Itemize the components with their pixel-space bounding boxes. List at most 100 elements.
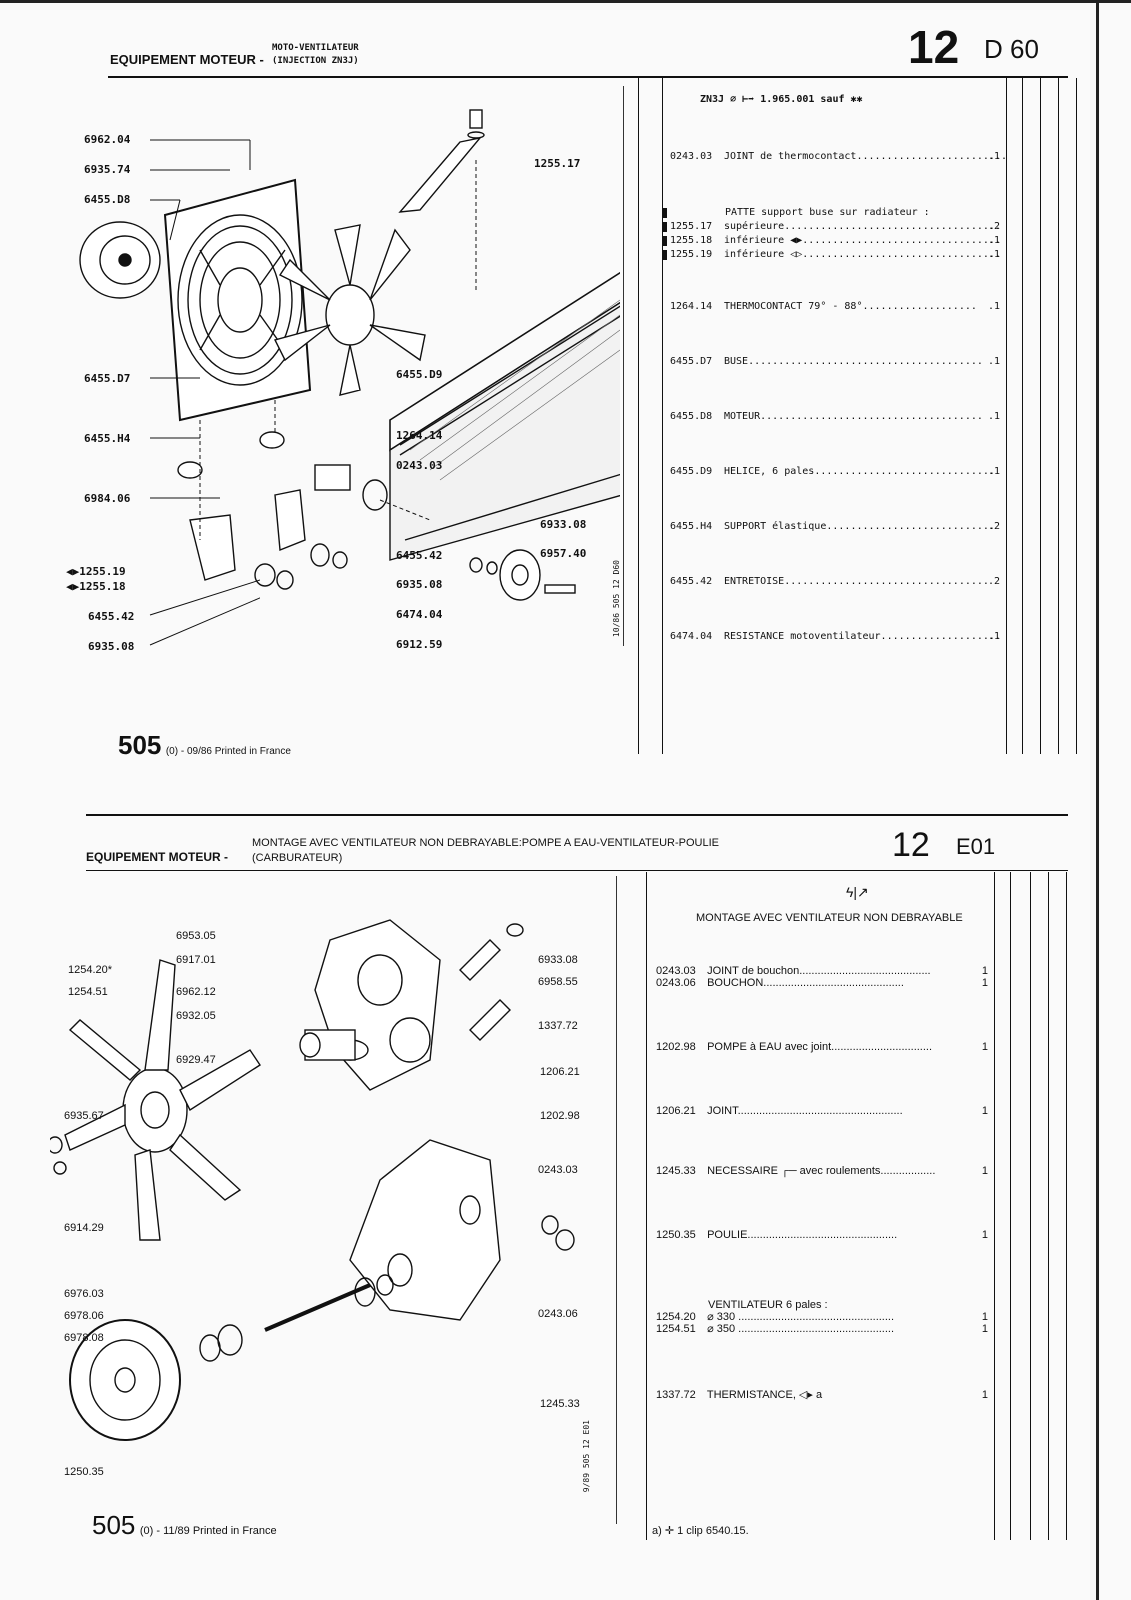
top-col-line xyxy=(1076,78,1077,754)
top-col-line xyxy=(1022,78,1023,754)
marker-bar xyxy=(663,236,667,246)
bottom-callout-left: 6914.29 xyxy=(64,1222,104,1234)
top-header-left: EQUIPEMENT MOTEUR - xyxy=(110,52,264,67)
bottom-callout-right: 6933.08 xyxy=(538,954,578,966)
top-callout-right: 6957.40 xyxy=(540,547,587,560)
top-header-sub1: MOTO-VENTILATEUR xyxy=(272,43,359,53)
bottom-callout-left: 6978.06 xyxy=(64,1310,104,1322)
top-callout-right: 6474.04 xyxy=(396,608,443,621)
top-callout-left: 6455.D7 xyxy=(84,372,131,385)
bottom-page-number: 12 xyxy=(892,826,930,864)
top-callout-left: ◀▶1255.19 xyxy=(66,565,126,578)
top-callout-left: 6455.D8 xyxy=(84,193,131,206)
top-callout-left: 6962.04 xyxy=(84,133,131,146)
top-callout-right: 6455.42 xyxy=(396,549,443,562)
bottom-footer: 505 (0) - 11/89 Printed in France xyxy=(92,1510,277,1541)
page-edge-top xyxy=(0,0,1131,3)
bottom-callout-right: 1202.98 xyxy=(540,1110,580,1122)
top-footer-txt: (0) - 09/86 Printed in France xyxy=(165,746,291,757)
part-row: 1202.98 POMPE à EAU avec joint..........… xyxy=(656,1041,988,1053)
top-col-line xyxy=(638,78,639,754)
part-row: 1254.20 ⌀ 330 ..........................… xyxy=(656,1311,988,1323)
top-exploded-diagram xyxy=(79,109,620,601)
part-row: 0243.06 BOUCHON.........................… xyxy=(656,977,988,989)
top-footer: 505 (0) - 09/86 Printed in France xyxy=(118,730,291,761)
top-col-line xyxy=(1058,78,1059,754)
bottom-note: a) ✛ 1 clip 6540.15. xyxy=(652,1525,749,1537)
bottom-exploded-diagram xyxy=(50,919,575,1441)
part-row: PATTE support buse sur radiateur : xyxy=(725,207,930,218)
bottom-col-line xyxy=(994,872,995,1540)
bottom-list-title: MONTAGE AVEC VENTILATEUR NON DEBRAYABLE xyxy=(696,912,963,924)
top-callout-left: 6984.06 xyxy=(84,492,131,505)
bottom-callout-left: 6962.12 xyxy=(176,986,216,998)
bottom-parts-list: 0243.03 JOINT de bouchon................… xyxy=(656,964,994,1404)
bottom-header-left: EQUIPEMENT MOTEUR - xyxy=(86,850,229,864)
top-col-line xyxy=(662,78,663,754)
bottom-header-sub1: MONTAGE AVEC VENTILATEUR NON DEBRAYABLE:… xyxy=(252,837,719,849)
top-list-header: ZN3J ⌀ ⊢➡ 1.965.001 sauf ✱✱ xyxy=(700,94,863,105)
part-row: 1245.33 NECESSAIRE ┌─ avec roulements...… xyxy=(656,1165,988,1177)
bottom-callout-left: 6976.03 xyxy=(64,1288,104,1300)
bottom-callout-left: 6935.67 xyxy=(64,1110,104,1122)
top-col-line xyxy=(1006,78,1007,754)
top-callout-right: 1255.17 xyxy=(534,157,581,170)
top-callout-left: 6935.74 xyxy=(84,163,131,176)
bottom-header-rule xyxy=(86,870,1068,871)
top-callout-left: ◀▶1255.18 xyxy=(66,580,126,593)
top-footer-num: 505 xyxy=(118,730,162,760)
bottom-col-line xyxy=(1048,872,1049,1540)
bottom-callout-right: 0243.03 xyxy=(538,1164,578,1176)
bottom-col-line xyxy=(1010,872,1011,1540)
top-callout-right: 6933.08 xyxy=(540,518,587,531)
top-callout-left: 6455.H4 xyxy=(84,432,131,445)
bottom-callout-right: 6958.55 xyxy=(538,976,578,988)
top-callout-right: 6935.08 xyxy=(396,578,443,591)
marker-bar xyxy=(663,208,667,218)
top-callout-left: 6935.08 xyxy=(88,640,135,653)
bottom-callout-left: 6953.05 xyxy=(176,930,216,942)
bottom-footer-num: 505 xyxy=(92,1510,136,1540)
marker-bar xyxy=(663,250,667,260)
bottom-list-symbol: ϟ|↗ xyxy=(846,884,869,900)
bottom-page-code: E01 xyxy=(956,834,996,859)
top-line-scale xyxy=(623,86,634,646)
bottom-header-sub: MONTAGE AVEC VENTILATEUR NON DEBRAYABLE:… xyxy=(252,836,719,866)
page-edge xyxy=(1096,0,1099,1600)
part-row: 0243.03 JOINT de bouchon................… xyxy=(656,965,988,977)
bottom-callout-left: 6929.47 xyxy=(176,1054,216,1066)
top-header-sub: MOTO-VENTILATEUR (INJECTION ZN3J) xyxy=(272,42,359,68)
top-callout-right: 6455.D9 xyxy=(396,368,443,381)
top-page-code: D 60 xyxy=(984,34,1039,64)
section-separator xyxy=(86,814,1068,816)
top-callout-right: 0243.03 xyxy=(396,459,443,472)
bottom-callout-left: 6917.01 xyxy=(176,954,216,966)
top-vertical-code: 10/86 505 12 D60 xyxy=(612,560,621,638)
bottom-callout-right: 1337.72 xyxy=(538,1020,578,1032)
bottom-callout-right: 1245.33 xyxy=(540,1398,580,1410)
marker-bar xyxy=(663,222,667,232)
bottom-col-line xyxy=(1030,872,1031,1540)
bottom-callout-left: 1254.51 xyxy=(68,986,108,998)
bottom-callout-left: 6978.08 xyxy=(64,1332,104,1344)
bottom-callout-right: 1206.21 xyxy=(540,1066,580,1078)
part-row: VENTILATEUR 6 pales : xyxy=(708,1299,828,1311)
bottom-callout-left: 1250.35 xyxy=(64,1466,104,1478)
top-leaders-left xyxy=(149,139,260,646)
part-row: 1250.35 POULIE..........................… xyxy=(656,1229,988,1241)
bottom-scale-line xyxy=(616,876,617,1524)
top-header-rule xyxy=(108,76,1068,78)
bottom-callout-left: 1254.20* xyxy=(68,964,113,976)
